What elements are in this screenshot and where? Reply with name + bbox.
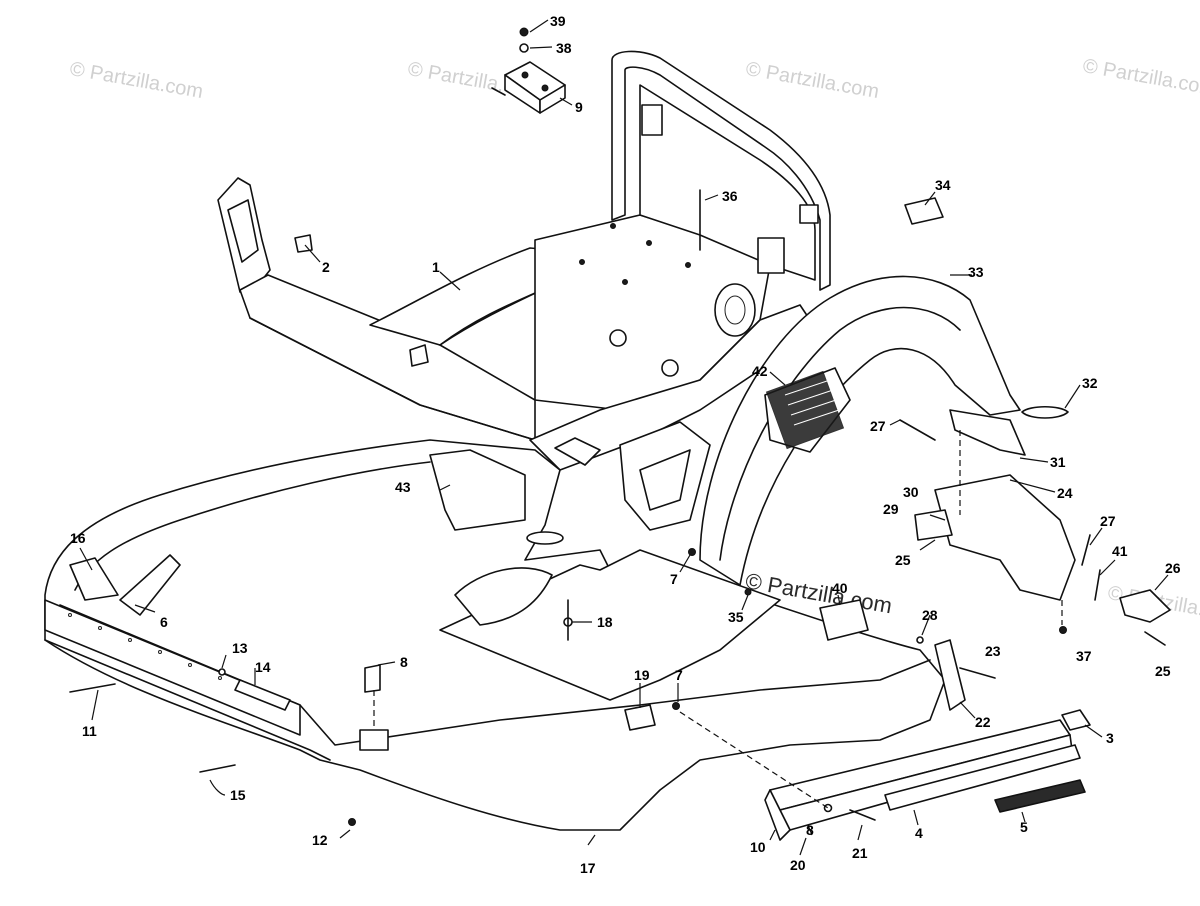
callout-7: 7: [675, 667, 683, 683]
callout-3: 3: [1106, 730, 1114, 746]
callout-32: 32: [1082, 375, 1098, 391]
callout-42: 42: [752, 363, 768, 379]
callout-8: 8: [806, 822, 814, 838]
callout-24: 24: [1057, 485, 1073, 501]
fender-part-33: [699, 275, 1069, 586]
callout-leaders: [79, 19, 1169, 856]
callout-10: 10: [750, 839, 766, 855]
callout-12: 12: [312, 832, 328, 848]
callout-18: 18: [597, 614, 613, 630]
callout-30: 30: [903, 484, 919, 500]
callout-37: 37: [1076, 648, 1092, 664]
callout-35: 35: [728, 609, 744, 625]
callout-15: 15: [230, 787, 246, 803]
callout-6: 6: [160, 614, 168, 630]
decal-part-34: [904, 197, 944, 225]
main-frame-part-1: [217, 50, 831, 531]
callout-26: 26: [1165, 560, 1181, 576]
callout-labels: 39 38 9 36 34 2 1 33 32 42 27 31 30 24 2…: [70, 13, 1181, 876]
callout-11: 11: [82, 723, 97, 739]
callout-16: 16: [70, 530, 86, 546]
callout-43: 43: [395, 479, 411, 495]
callout-22: 22: [975, 714, 991, 730]
callout-25: 25: [895, 552, 911, 568]
callout-13: 13: [232, 640, 248, 656]
callout-36: 36: [722, 188, 738, 204]
callout-33: 33: [968, 264, 984, 280]
callout-1: 1: [432, 259, 440, 275]
callout-21: 21: [852, 845, 868, 861]
callout-17: 17: [580, 860, 596, 876]
callout-38: 38: [556, 40, 572, 56]
callout-34: 34: [935, 177, 951, 193]
belly-pan-part-17: [44, 439, 966, 831]
callout-2: 2: [322, 259, 330, 275]
callout-7: 7: [670, 571, 678, 587]
callout-28: 28: [922, 607, 938, 623]
callout-25: 25: [1155, 663, 1171, 679]
callout-27: 27: [870, 418, 886, 434]
fasteners: [69, 189, 1166, 826]
callout-39: 39: [550, 13, 566, 29]
side-bracket-part-24: [914, 409, 1171, 623]
callout-5: 5: [1020, 819, 1028, 835]
callout-14: 14: [255, 659, 271, 675]
callout-31: 31: [1050, 454, 1066, 470]
callout-9: 9: [575, 99, 583, 115]
callout-27: 27: [1100, 513, 1116, 529]
callout-20: 20: [790, 857, 806, 873]
callout-29: 29: [883, 501, 899, 517]
callout-41: 41: [1112, 543, 1128, 559]
callout-40: 40: [832, 580, 848, 596]
callout-19: 19: [634, 667, 650, 683]
callout-8: 8: [400, 654, 408, 670]
bracket-part-9: [491, 27, 566, 114]
running-board-parts: [764, 709, 1091, 841]
callout-23: 23: [985, 643, 1001, 659]
decal-part-42: [765, 370, 845, 450]
callout-4: 4: [915, 825, 923, 841]
